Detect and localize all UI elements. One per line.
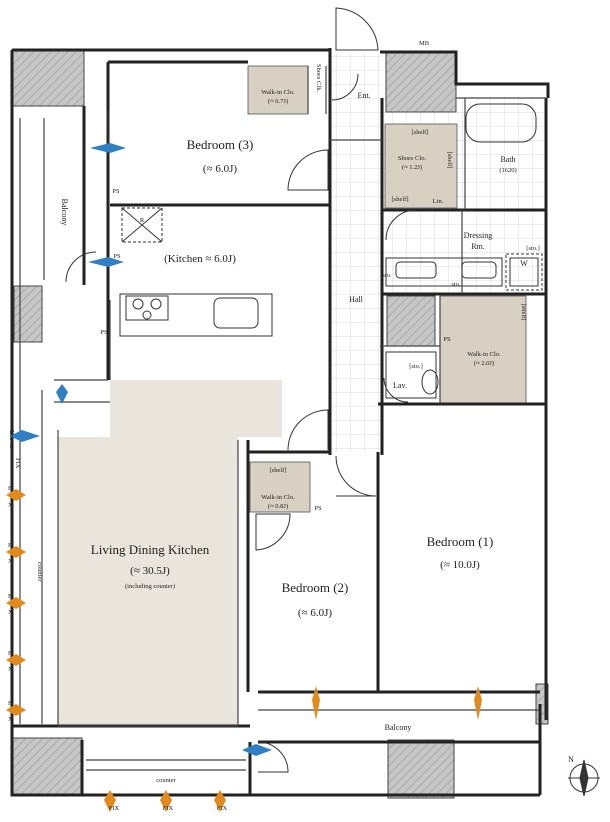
burner-icon xyxy=(142,310,152,320)
shoes-clo-name: Shoes Clo. xyxy=(398,155,427,162)
x-label-1: X xyxy=(8,502,13,509)
kitchen-label: (Kitchen ≈ 6.0J) xyxy=(164,253,236,265)
thin-walls xyxy=(19,66,546,771)
walkin-clo-small-size: (≈ 0.8J) xyxy=(268,503,288,510)
louver-label: Louver xyxy=(8,430,15,450)
ps-label-4: PS xyxy=(443,336,451,343)
burner-icon xyxy=(132,298,144,310)
bedroom3-name: Bedroom (3) xyxy=(187,137,254,152)
sunlight-markers xyxy=(6,489,482,812)
sto-label-bath: [sto.] xyxy=(526,245,540,252)
ps-label-2: PS xyxy=(113,253,121,260)
compass-icon xyxy=(568,759,600,797)
bedroom3-size: (≈ 6.0J) xyxy=(203,163,237,175)
ent-label: Ent. xyxy=(357,91,370,100)
balcony-side-label: Balcony xyxy=(60,199,69,226)
sto-label-vanity: sto. xyxy=(451,281,461,288)
mb-label: MB xyxy=(419,40,430,47)
fridge-label: R xyxy=(140,217,145,224)
bedroom2-name: Bedroom (2) xyxy=(282,580,349,595)
compass-north-label: N xyxy=(568,755,574,764)
shelf-label-3: [shelf] xyxy=(446,152,453,169)
bedroom1-name: Bedroom (1) xyxy=(427,534,494,549)
wind-arrows xyxy=(10,143,272,756)
f-label-3: F xyxy=(8,593,12,600)
walkin-clo-top-size: (≈ 0.7J) xyxy=(268,98,288,105)
fix-label-b2: FIX xyxy=(163,805,174,812)
x-label-5: X xyxy=(8,716,13,723)
f-label-2: F xyxy=(8,542,12,549)
x-label-3: X xyxy=(8,609,13,616)
hall-label: Hall xyxy=(349,295,364,304)
shelf-label-4: [shelf] xyxy=(520,304,527,321)
sto-label-lav: [sto.] xyxy=(409,363,423,370)
x-label-2: X xyxy=(8,558,13,565)
f-label-1: F xyxy=(8,485,12,492)
sto-label-hall: sto. xyxy=(382,272,392,279)
f-label-4: F xyxy=(8,650,12,657)
shelf-label-2: [shelf] xyxy=(392,196,409,203)
bedroom1-size: (≈ 10.0J) xyxy=(440,559,480,571)
bath-fixtures xyxy=(385,103,543,399)
shelf-label-5: [shelf] xyxy=(270,467,287,474)
walkin-clo-big-size: (≈ 2.0J) xyxy=(474,360,494,367)
bath-size: (1620) xyxy=(499,167,516,174)
bath-name: Bath xyxy=(500,155,515,164)
shoes-clo-size: (≈ 1.2J) xyxy=(402,164,422,171)
f-label-5: F xyxy=(8,700,12,707)
dressing-name: Dressing xyxy=(464,231,492,240)
doors xyxy=(65,7,417,773)
lin-label: Lin. xyxy=(433,198,444,205)
ldk-note: (including counter) xyxy=(125,583,175,590)
fix-label-side: FIX xyxy=(14,458,21,469)
room-labels: Bedroom (3) (≈ 6.0J) Walk-in Clo. (≈ 0.7… xyxy=(8,40,574,812)
ps-label-3: PS xyxy=(100,329,108,336)
fix-label-b1: FIX xyxy=(109,805,120,812)
walkin-clo-big-name: Walk-in Clo. xyxy=(467,351,501,358)
ldk-size: (≈ 30.5J) xyxy=(130,565,170,577)
kitchen-counter xyxy=(119,207,273,337)
shelf-label: [shelf] xyxy=(412,129,429,136)
ps-label-1: PS xyxy=(112,188,120,195)
walkin-clo-top-name: Walk-in Clo. xyxy=(261,89,295,96)
bedroom2-size: (≈ 6.0J) xyxy=(298,607,332,619)
x-label-4: X xyxy=(8,666,13,673)
counter-label-side: counter xyxy=(36,562,43,582)
counter-label-bottom: counter xyxy=(156,777,176,784)
ps-label-5: PS xyxy=(314,505,322,512)
lav-label: Lav. xyxy=(393,381,407,390)
ldk-name: Living Dining Kitchen xyxy=(91,542,210,557)
fix-label-b3: FIX xyxy=(217,805,228,812)
balcony-bottom-label: Balcony xyxy=(385,723,412,732)
closets xyxy=(247,65,527,513)
shoes-clk-label: Shoes Clk. xyxy=(315,64,322,93)
washer-label: W xyxy=(520,259,528,268)
ldk-floor xyxy=(58,380,282,725)
burner-icon xyxy=(150,298,162,310)
dressing-name2: Rm. xyxy=(471,242,485,251)
walkin-clo-small-name: Walk-in Clo. xyxy=(261,494,295,501)
